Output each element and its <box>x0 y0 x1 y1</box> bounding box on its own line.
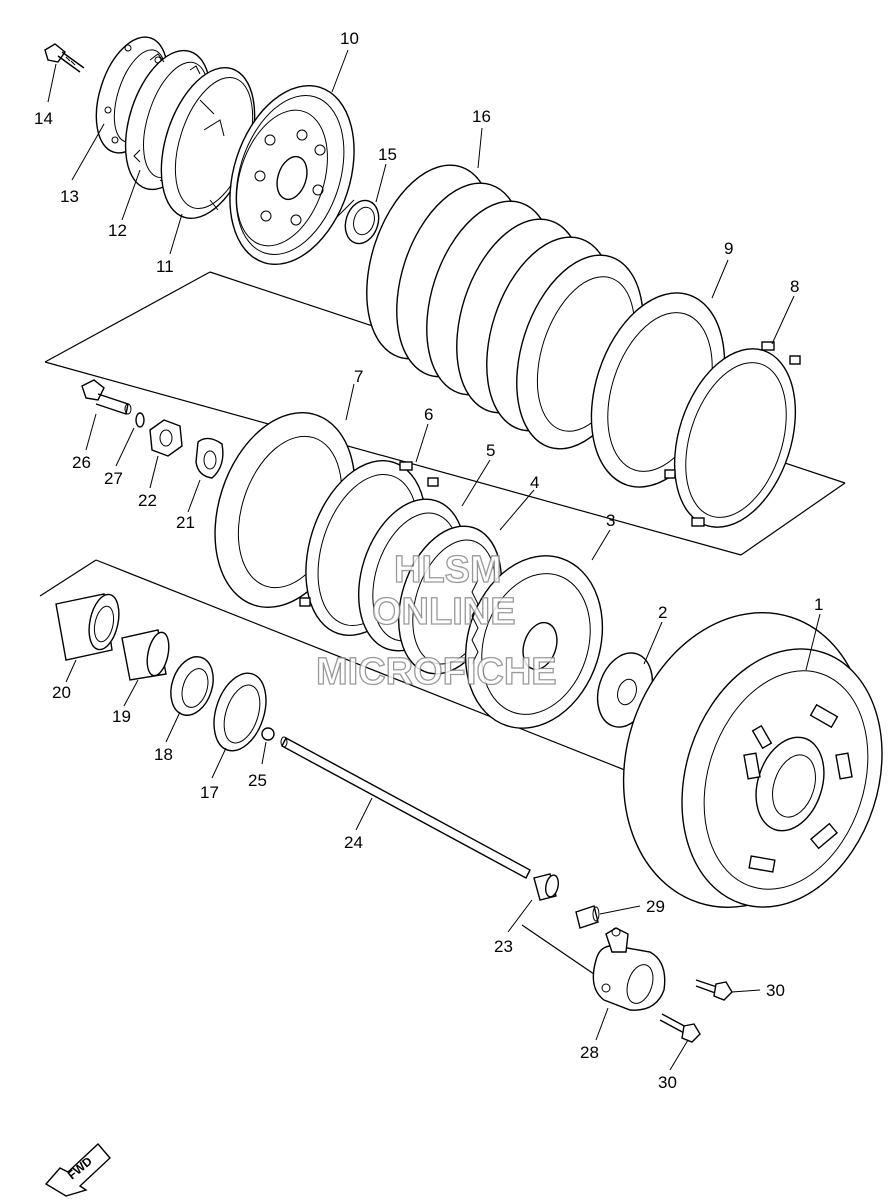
part-label-2: 2 <box>658 603 667 622</box>
part-labels: 14 13 12 11 10 15 16 9 8 7 6 5 4 3 2 1 2… <box>34 29 823 1092</box>
part-label-4: 4 <box>530 473 539 492</box>
part-label-29: 29 <box>646 897 665 916</box>
lock-washer-21-icon <box>195 437 224 479</box>
part-label-7: 7 <box>354 367 363 386</box>
push-rod-24-icon <box>280 736 531 879</box>
watermark-line3: MICROFICHE <box>316 651 557 693</box>
release-cylinder-28-icon <box>592 927 666 1011</box>
part-label-25: 25 <box>248 771 267 790</box>
part-label-18: 18 <box>154 745 173 764</box>
part-label-26: 26 <box>72 453 91 472</box>
bolt-30-upper-icon <box>695 979 733 1001</box>
part-label-16: 16 <box>472 107 491 126</box>
part-label-1: 1 <box>814 595 823 614</box>
bushing-19-icon <box>121 629 170 681</box>
bolt-26-icon <box>81 379 132 415</box>
part-label-8: 8 <box>790 277 799 296</box>
collar-20-icon <box>55 593 120 661</box>
clutch-housing-1-icon <box>622 612 883 908</box>
part-label-5: 5 <box>486 441 495 460</box>
nut-22-icon <box>149 419 183 457</box>
friction-plates-16-icon <box>366 164 644 450</box>
part-label-9: 9 <box>724 239 733 258</box>
part-label-13: 13 <box>60 187 79 206</box>
plate-8-icon <box>664 341 801 528</box>
dowel-29-icon <box>575 905 600 929</box>
part-label-14: 14 <box>34 109 53 128</box>
bearing-18-icon <box>170 656 214 716</box>
part-label-28: 28 <box>580 1043 599 1062</box>
ball-25-icon <box>261 727 275 741</box>
washer-17-icon <box>213 672 267 752</box>
part-label-30-lower: 30 <box>658 1073 677 1092</box>
watermark-line2: ONLINE <box>372 591 516 633</box>
clutch-boss-3-icon <box>464 555 604 729</box>
part-label-17: 17 <box>200 783 219 802</box>
washer-27-icon <box>135 412 145 428</box>
pressure-plate-10-icon <box>229 84 355 266</box>
part-label-12: 12 <box>108 221 127 240</box>
part-label-24: 24 <box>344 833 363 852</box>
bearing-15-icon <box>335 199 380 245</box>
watermark: HLSM ONLINE MICROFICHE <box>315 548 557 693</box>
bolt-14-icon <box>44 43 85 73</box>
leader-lines <box>47 49 821 1071</box>
part-label-27: 27 <box>104 469 123 488</box>
part-label-21: 21 <box>176 513 195 532</box>
push-piece-23-icon <box>533 873 559 901</box>
part-label-10: 10 <box>340 29 359 48</box>
part-label-15: 15 <box>378 145 397 164</box>
watermark-line1: HLSM <box>394 549 502 591</box>
part-label-6: 6 <box>424 405 433 424</box>
part-label-22: 22 <box>138 491 157 510</box>
part-label-3: 3 <box>606 511 615 530</box>
part-label-11: 11 <box>156 257 174 276</box>
part-label-30-upper: 30 <box>766 981 785 1000</box>
part-label-23: 23 <box>494 937 513 956</box>
part-label-19: 19 <box>112 707 131 726</box>
bolt-30-lower-icon <box>659 1013 701 1043</box>
part-label-20: 20 <box>52 683 71 702</box>
fwd-arrow-icon: FWD <box>44 1142 111 1197</box>
